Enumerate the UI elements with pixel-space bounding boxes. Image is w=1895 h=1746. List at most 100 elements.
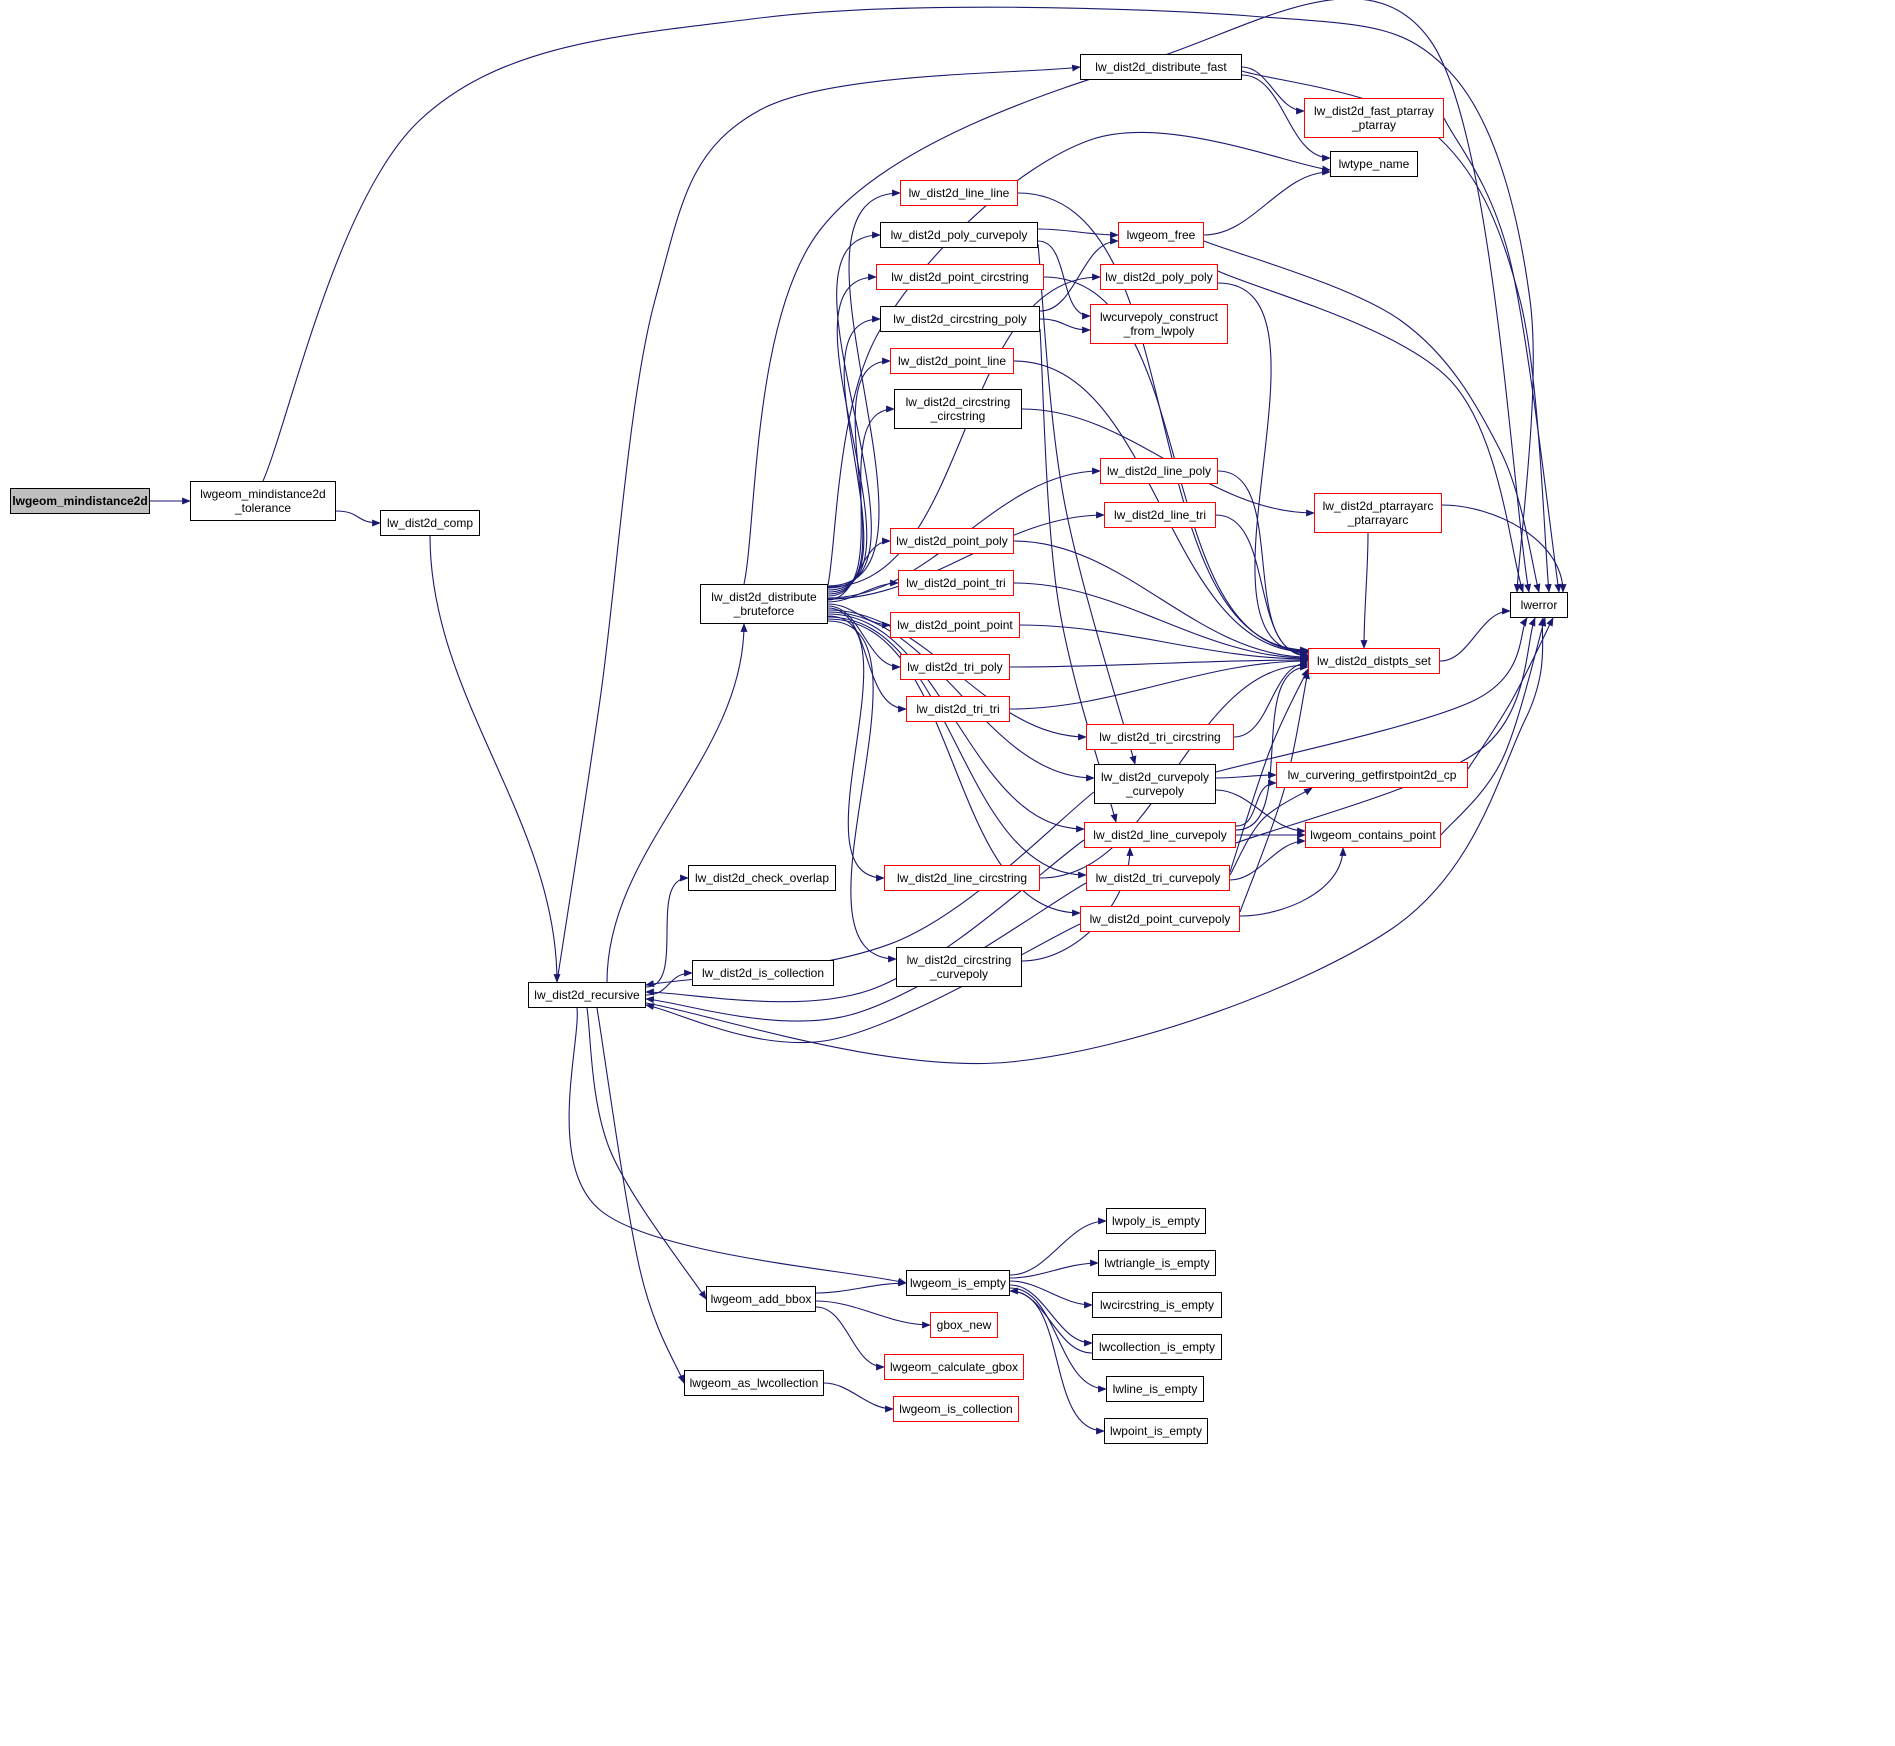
node-getfirstpoint[interactable]: lw_curvering_getfirstpoint2d_cp bbox=[1276, 762, 1468, 788]
node-curvepoly-construct[interactable]: lwcurvepoly_construct _from_lwpoly bbox=[1090, 304, 1228, 344]
node-line-circstring[interactable]: lw_dist2d_line_circstring bbox=[884, 865, 1040, 891]
node-label: lwgeom_add_bbox bbox=[710, 1292, 812, 1306]
edge-bruteforce-to-tri_poly bbox=[827, 605, 901, 671]
edge-poly_poly-to-distpts_set bbox=[1217, 282, 1309, 657]
edge-recursive-to-add_bbox bbox=[586, 1007, 707, 1300]
edge-geom_empty-to-collection_empty bbox=[1009, 1284, 1093, 1347]
edge-bruteforce-to-point_tri bbox=[827, 579, 899, 603]
edge-bruteforce-to-circstring_curvepoly bbox=[827, 620, 897, 963]
node-geom-empty[interactable]: lwgeom_is_empty bbox=[906, 1270, 1010, 1296]
node-is-collection[interactable]: lw_dist2d_is_collection bbox=[692, 960, 834, 986]
edge-mindist_tol-to-lwerror bbox=[262, 6, 1534, 593]
node-collection-empty[interactable]: lwcollection_is_empty bbox=[1092, 1334, 1222, 1360]
node-circ-circ[interactable]: lw_dist2d_circstring _circstring bbox=[894, 389, 1022, 429]
node-point-poly[interactable]: lw_dist2d_point_poly bbox=[890, 528, 1014, 554]
node-gbox-new[interactable]: gbox_new bbox=[930, 1312, 998, 1338]
node-point-circstring[interactable]: lw_dist2d_point_circstring bbox=[876, 264, 1044, 290]
node-tri-circstring[interactable]: lw_dist2d_tri_circstring bbox=[1086, 724, 1234, 750]
node-point-empty[interactable]: lwpoint_is_empty bbox=[1104, 1418, 1208, 1444]
node-label: lw_dist2d_tri_tri bbox=[916, 702, 1000, 716]
node-calc-gbox[interactable]: lwgeom_calculate_gbox bbox=[884, 1354, 1024, 1380]
edge-comp-to-recursive bbox=[429, 535, 561, 983]
node-tri-tri[interactable]: lw_dist2d_tri_tri bbox=[906, 696, 1010, 722]
edge-point_curvepoly-to-contains_point bbox=[1239, 847, 1347, 917]
node-lwgeom-free[interactable]: lwgeom_free bbox=[1118, 222, 1204, 248]
node-label: lwpoint_is_empty bbox=[1109, 1424, 1203, 1438]
node-poly-empty[interactable]: lwpoly_is_empty bbox=[1106, 1208, 1206, 1234]
edge-geom_empty-to-triangle_empty bbox=[1009, 1259, 1099, 1279]
node-point-line[interactable]: lw_dist2d_point_line bbox=[890, 348, 1014, 374]
node-lwtype-name[interactable]: lwtype_name bbox=[1330, 151, 1418, 177]
node-label: lw_dist2d_ptarrayarc _ptarrayarc bbox=[1322, 499, 1434, 527]
node-circstring-empty[interactable]: lwcircstring_is_empty bbox=[1092, 1292, 1222, 1318]
node-point-tri[interactable]: lw_dist2d_point_tri bbox=[898, 570, 1014, 596]
edge-geom_empty-to-circstring_empty bbox=[1009, 1280, 1093, 1309]
node-label: lw_dist2d_distpts_set bbox=[1316, 654, 1432, 668]
node-distpts-set[interactable]: lw_dist2d_distpts_set bbox=[1308, 648, 1440, 674]
edge-tri_tri-to-distpts_set bbox=[1009, 657, 1309, 710]
node-tri-curvepoly[interactable]: lw_dist2d_tri_curvepoly bbox=[1086, 865, 1230, 891]
node-label: lwgeom_is_collection bbox=[899, 1402, 1013, 1416]
edge-bruteforce-to-curvepoly_curvepoly bbox=[827, 611, 1095, 782]
node-point-curvepoly[interactable]: lw_dist2d_point_curvepoly bbox=[1080, 906, 1240, 932]
node-line-tri[interactable]: lw_dist2d_line_tri bbox=[1104, 502, 1216, 528]
node-label: lwgeom_calculate_gbox bbox=[889, 1360, 1019, 1374]
node-label: lw_dist2d_is_collection bbox=[701, 966, 825, 980]
node-as-lwcollection[interactable]: lwgeom_as_lwcollection bbox=[684, 1370, 824, 1396]
node-fast-ptarray[interactable]: lw_dist2d_fast_ptarray _ptarray bbox=[1304, 98, 1444, 138]
edge-bruteforce-to-tri_tri bbox=[827, 607, 907, 713]
node-lwerror[interactable]: lwerror bbox=[1510, 592, 1568, 618]
node-mindist[interactable]: lwgeom_mindistance2d bbox=[10, 488, 150, 514]
node-label: lwcircstring_is_empty bbox=[1099, 1298, 1215, 1312]
edge-bruteforce-to-line_tri bbox=[827, 511, 1105, 600]
node-check-overlap[interactable]: lw_dist2d_check_overlap bbox=[688, 865, 836, 891]
node-curvepoly-curvepoly[interactable]: lw_dist2d_curvepoly _curvepoly bbox=[1094, 764, 1216, 804]
node-recursive[interactable]: lw_dist2d_recursive bbox=[528, 982, 646, 1008]
node-line-curvepoly[interactable]: lw_dist2d_line_curvepoly bbox=[1084, 822, 1236, 848]
edge-poly_curvepoly-to-curvepoly_curvepoly bbox=[1037, 243, 1137, 765]
node-tri-poly[interactable]: lw_dist2d_tri_poly bbox=[900, 654, 1010, 680]
node-label: lwerror bbox=[1520, 598, 1558, 612]
node-dist-fast[interactable]: lw_dist2d_distribute_fast bbox=[1080, 54, 1242, 80]
node-line-poly[interactable]: lw_dist2d_line_poly bbox=[1100, 458, 1218, 484]
edge-bruteforce-to-poly_poly bbox=[827, 273, 1101, 588]
node-label: lw_dist2d_circstring _circstring bbox=[905, 395, 1011, 423]
node-ptarrayarc[interactable]: lw_dist2d_ptarrayarc _ptarrayarc bbox=[1314, 493, 1442, 533]
node-bruteforce[interactable]: lw_dist2d_distribute _bruteforce bbox=[700, 584, 828, 624]
node-label: lw_dist2d_distribute _bruteforce bbox=[711, 590, 817, 618]
node-mindist-tol[interactable]: lwgeom_mindistance2d _tolerance bbox=[190, 481, 336, 521]
node-add-bbox[interactable]: lwgeom_add_bbox bbox=[706, 1286, 816, 1312]
node-label: lw_dist2d_line_tri bbox=[1113, 508, 1207, 522]
edge-line_tri-to-distpts_set bbox=[1215, 514, 1309, 660]
edge-poly_curvepoly-to-curvepoly_construct bbox=[1037, 240, 1091, 320]
node-contains-point[interactable]: lwgeom_contains_point bbox=[1305, 822, 1441, 848]
node-circstring-curvepoly[interactable]: lw_dist2d_circstring _curvepoly bbox=[896, 947, 1022, 987]
edge-tri_curvepoly-to-distpts_set bbox=[1229, 668, 1309, 873]
node-label: lw_dist2d_fast_ptarray _ptarray bbox=[1313, 104, 1435, 132]
edge-ptarrayarc-to-lwerror bbox=[1441, 504, 1567, 593]
node-comp[interactable]: lw_dist2d_comp bbox=[380, 510, 480, 536]
node-label: lwgeom_free bbox=[1126, 228, 1196, 242]
edge-bruteforce-to-circstring_poly bbox=[827, 315, 881, 593]
node-line-line[interactable]: lw_dist2d_line_line bbox=[900, 180, 1018, 206]
node-label: lw_dist2d_point_curvepoly bbox=[1089, 912, 1231, 926]
node-poly-curvepoly[interactable]: lw_dist2d_poly_curvepoly bbox=[880, 222, 1038, 248]
node-point-point[interactable]: lw_dist2d_point_point bbox=[890, 612, 1020, 638]
edge-geom_empty-to-poly_empty bbox=[1009, 1217, 1107, 1276]
node-label: lw_dist2d_check_overlap bbox=[694, 871, 830, 885]
node-triangle-empty[interactable]: lwtriangle_is_empty bbox=[1098, 1250, 1216, 1276]
edge-bruteforce-to-circ_circ bbox=[827, 405, 895, 597]
node-circstring-poly[interactable]: lw_dist2d_circstring_poly bbox=[880, 306, 1040, 332]
node-geom-is-collection[interactable]: lwgeom_is_collection bbox=[893, 1396, 1019, 1422]
node-label: lwgeom_mindistance2d _tolerance bbox=[200, 487, 326, 515]
edge-circstring_poly-to-curvepoly_construct bbox=[1039, 318, 1091, 334]
edge-contains_point-to-lwerror bbox=[1440, 617, 1547, 836]
edge-curvepoly_curvepoly-to-lwerror bbox=[1215, 617, 1528, 773]
edge-add_bbox-to-gbox_new bbox=[815, 1300, 931, 1329]
node-label: lw_dist2d_point_point bbox=[897, 618, 1013, 632]
node-line-empty[interactable]: lwline_is_empty bbox=[1106, 1376, 1204, 1402]
edge-line_curvepoly-to-getfirstpoint bbox=[1235, 779, 1277, 827]
node-poly-poly[interactable]: lw_dist2d_poly_poly bbox=[1100, 264, 1218, 290]
edge-recursive-to-geom_empty bbox=[568, 1007, 907, 1285]
